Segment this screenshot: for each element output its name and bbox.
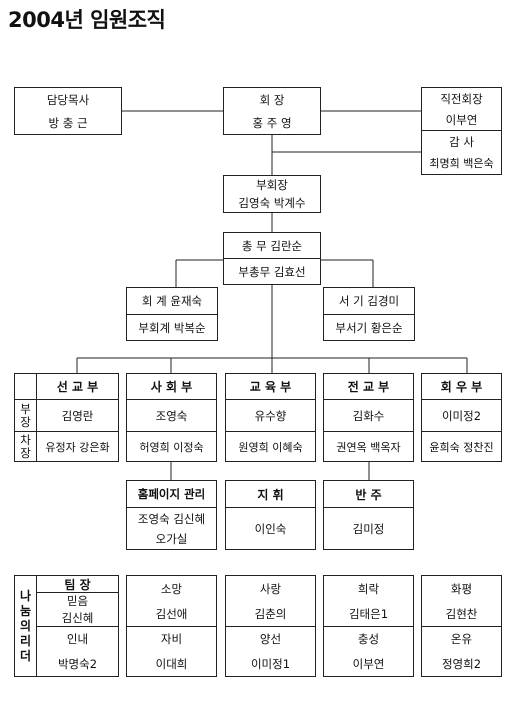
department-name: 사 회 부 xyxy=(150,380,193,394)
leader-group: 인내 xyxy=(37,626,118,651)
department-deputy: 유정자 강은화 xyxy=(37,431,118,461)
department-name: 교 육 부 xyxy=(249,380,292,394)
leader-name: 김태은1 xyxy=(348,606,389,621)
sharing-leader-first-column: 팀 장 믿음 김신혜 인내 박명숙2 xyxy=(36,575,119,677)
department-head: 이미정2 xyxy=(422,399,501,431)
team-leader-label: 팀 장 xyxy=(64,577,91,592)
subunit-members: 조영숙 김신혜 오가실 xyxy=(127,507,216,550)
department-column: 선 교 부 김영란 유정자 강은화 xyxy=(36,373,119,462)
deputy-side-char: 차 xyxy=(20,432,31,447)
department-head: 김화수 xyxy=(324,399,413,431)
leader-name: 이부연 xyxy=(352,656,385,671)
ex-president-box: 직전회장 이부연 감 사 최명희 백은숙 xyxy=(421,87,502,175)
secretary-line2: 부서기 황은순 xyxy=(324,314,414,340)
leader-name: 김춘의 xyxy=(254,606,287,621)
side-char: 의 xyxy=(19,618,32,633)
leader-group: 자비 xyxy=(127,626,216,651)
department-column: 교 육 부 유수향 원영희 이혜숙 xyxy=(225,373,316,462)
vice-president-role: 부회장 xyxy=(256,178,288,192)
department-head: 조영숙 xyxy=(127,399,216,431)
side-char: 눔 xyxy=(19,603,32,618)
treasurer-line2: 부회계 박복순 xyxy=(127,314,217,340)
pastor-name: 방 충 근 xyxy=(48,116,88,130)
leader-group: 온유 xyxy=(422,626,501,651)
side-char: 리 xyxy=(19,633,32,648)
vice-president-box: 부회장 김영숙 박계수 xyxy=(223,175,321,213)
department-column: 사 회 부 조영숙 허영희 이정숙 xyxy=(126,373,217,462)
subunit-name: 홈페이지 관리 xyxy=(137,487,206,501)
leader-group: 믿음 xyxy=(37,592,118,609)
leader-name: 이대희 xyxy=(155,656,188,671)
subunit-name: 반 주 xyxy=(355,487,382,502)
leader-group: 충성 xyxy=(324,626,413,651)
department-deputy: 권연옥 백옥자 xyxy=(324,431,413,461)
head-side-label: 부 장 xyxy=(15,399,36,431)
president-role: 회 장 xyxy=(259,93,285,107)
subunit-box: 홈페이지 관리 조영숙 김신혜 오가실 xyxy=(126,480,217,550)
sharing-leaders-side-label: 나 눔 의 리 더 xyxy=(14,575,37,677)
vice-president-names: 김영숙 박계수 xyxy=(238,196,306,210)
secretary-box: 서 기 김경미 부서기 황은순 xyxy=(323,287,415,341)
secretary-line1: 서 기 김경미 xyxy=(338,294,400,308)
leader-group: 소망 xyxy=(160,581,183,596)
pastor-role: 담당목사 xyxy=(46,93,90,107)
department-name: 전 교 부 xyxy=(347,380,390,394)
department-deputy: 허영희 이정숙 xyxy=(127,431,216,461)
head-side-char: 장 xyxy=(20,414,31,429)
leader-group: 화평 xyxy=(450,581,473,596)
pastor-box: 담당목사 방 충 근 xyxy=(14,87,122,135)
leader-name: 김현찬 xyxy=(445,606,478,621)
leader-name: 김신혜 xyxy=(61,610,94,625)
department-name: 회 우 부 xyxy=(440,380,483,394)
department-head: 유수향 xyxy=(226,399,315,431)
treasurer-box: 회 계 윤재숙 부회계 박복순 xyxy=(126,287,218,341)
department-side-spacer xyxy=(15,374,36,399)
deputy-side-char: 장 xyxy=(20,445,31,460)
general-affairs-box: 총 무 김란순 부총무 김효선 xyxy=(223,232,321,285)
department-column: 회 우 부 이미정2 윤희숙 정찬진 xyxy=(421,373,502,462)
deputy-side-label: 차 장 xyxy=(15,431,36,461)
subunit-member-line: 조영숙 김신혜 xyxy=(137,512,206,526)
subunit-member-line: 오가실 xyxy=(155,532,188,546)
department-head: 김영란 xyxy=(37,399,118,431)
ex-president-role: 직전회장 xyxy=(440,92,483,106)
subunit-member-line: 이인숙 xyxy=(226,507,315,549)
subunit-box: 지 휘 이인숙 xyxy=(225,480,316,550)
side-char: 더 xyxy=(19,648,32,663)
leader-name: 박명숙2 xyxy=(57,656,98,671)
leader-group: 사랑 xyxy=(259,581,282,596)
auditor-names: 최명희 백은숙 xyxy=(429,156,494,170)
general-affairs-line2: 부총무 김효선 xyxy=(224,258,320,284)
leader-name: 이미정1 xyxy=(250,656,291,671)
ex-president-name: 이부연 xyxy=(445,113,478,127)
department-column: 전 교 부 김화수 권연옥 백옥자 xyxy=(323,373,414,462)
leader-name: 김선애 xyxy=(155,606,188,621)
sharing-leader-column: 사랑 김춘의 양선 이미정1 xyxy=(225,575,316,677)
department-side-label-box: 부 장 차 장 xyxy=(14,373,37,462)
president-box: 회 장 홍 주 영 xyxy=(223,87,321,135)
leader-group: 희락 xyxy=(357,581,380,596)
sharing-leaders-side-text: 나 눔 의 리 더 xyxy=(15,576,36,676)
treasurer-line1: 회 계 윤재숙 xyxy=(141,294,203,308)
department-deputy: 원영희 이혜숙 xyxy=(226,431,315,461)
sharing-leader-column: 화평 김현찬 온유 정영희2 xyxy=(421,575,502,677)
subunit-member-line: 김미정 xyxy=(324,507,413,549)
sharing-leader-column: 소망 김선애 자비 이대희 xyxy=(126,575,217,677)
president-name: 홍 주 영 xyxy=(252,116,292,130)
auditor-role: 감 사 xyxy=(422,130,501,152)
side-char: 나 xyxy=(19,588,32,603)
sharing-leader-column: 희락 김태은1 충성 이부연 xyxy=(323,575,414,677)
leader-group: 양선 xyxy=(226,626,315,651)
general-affairs-line1: 총 무 김란순 xyxy=(241,238,303,253)
page-title: 2004년 임원조직 xyxy=(8,8,166,32)
head-side-char: 부 xyxy=(20,401,31,416)
subunit-name: 지 휘 xyxy=(257,487,284,502)
department-deputy: 윤희숙 정찬진 xyxy=(422,431,501,461)
subunit-box: 반 주 김미정 xyxy=(323,480,414,550)
leader-name: 정영희2 xyxy=(441,656,482,671)
department-name: 선 교 부 xyxy=(56,380,99,394)
